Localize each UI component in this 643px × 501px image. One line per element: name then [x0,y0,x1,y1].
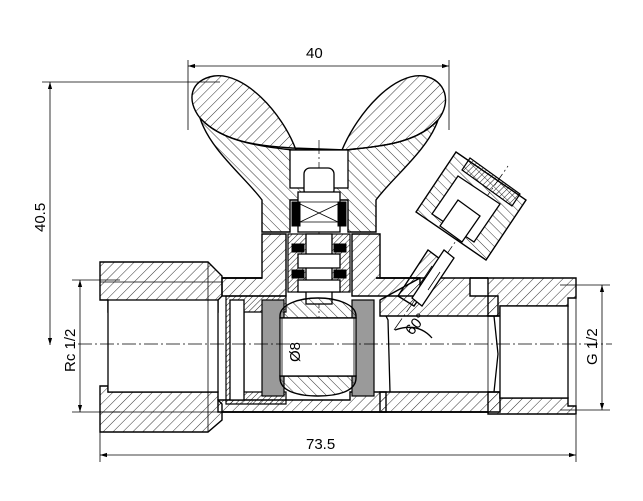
dim-left-thread-label: Rc 1/2 [62,329,79,372]
valve-body [217,233,501,413]
dimension-overall-height: 40.5 [32,81,220,345]
left-insert [225,295,287,405]
bore-label: Ø8 [287,342,304,362]
dim-top-width-label: 40 [306,45,323,62]
dimension-overall-length: 73.5 [99,415,577,462]
right-tailpiece [385,277,577,415]
body-outline [222,277,488,413]
dim-right-thread-label: G 1/2 [584,328,601,365]
dim-height-label: 40.5 [32,203,49,232]
test-port: 60° [393,151,527,339]
dim-length-label: 73.5 [306,436,335,453]
valve-ball: Ø8 [261,297,375,397]
dimension-top-width: 40 [187,45,450,130]
left-union-nut [99,261,223,433]
valve-stem [287,167,351,305]
